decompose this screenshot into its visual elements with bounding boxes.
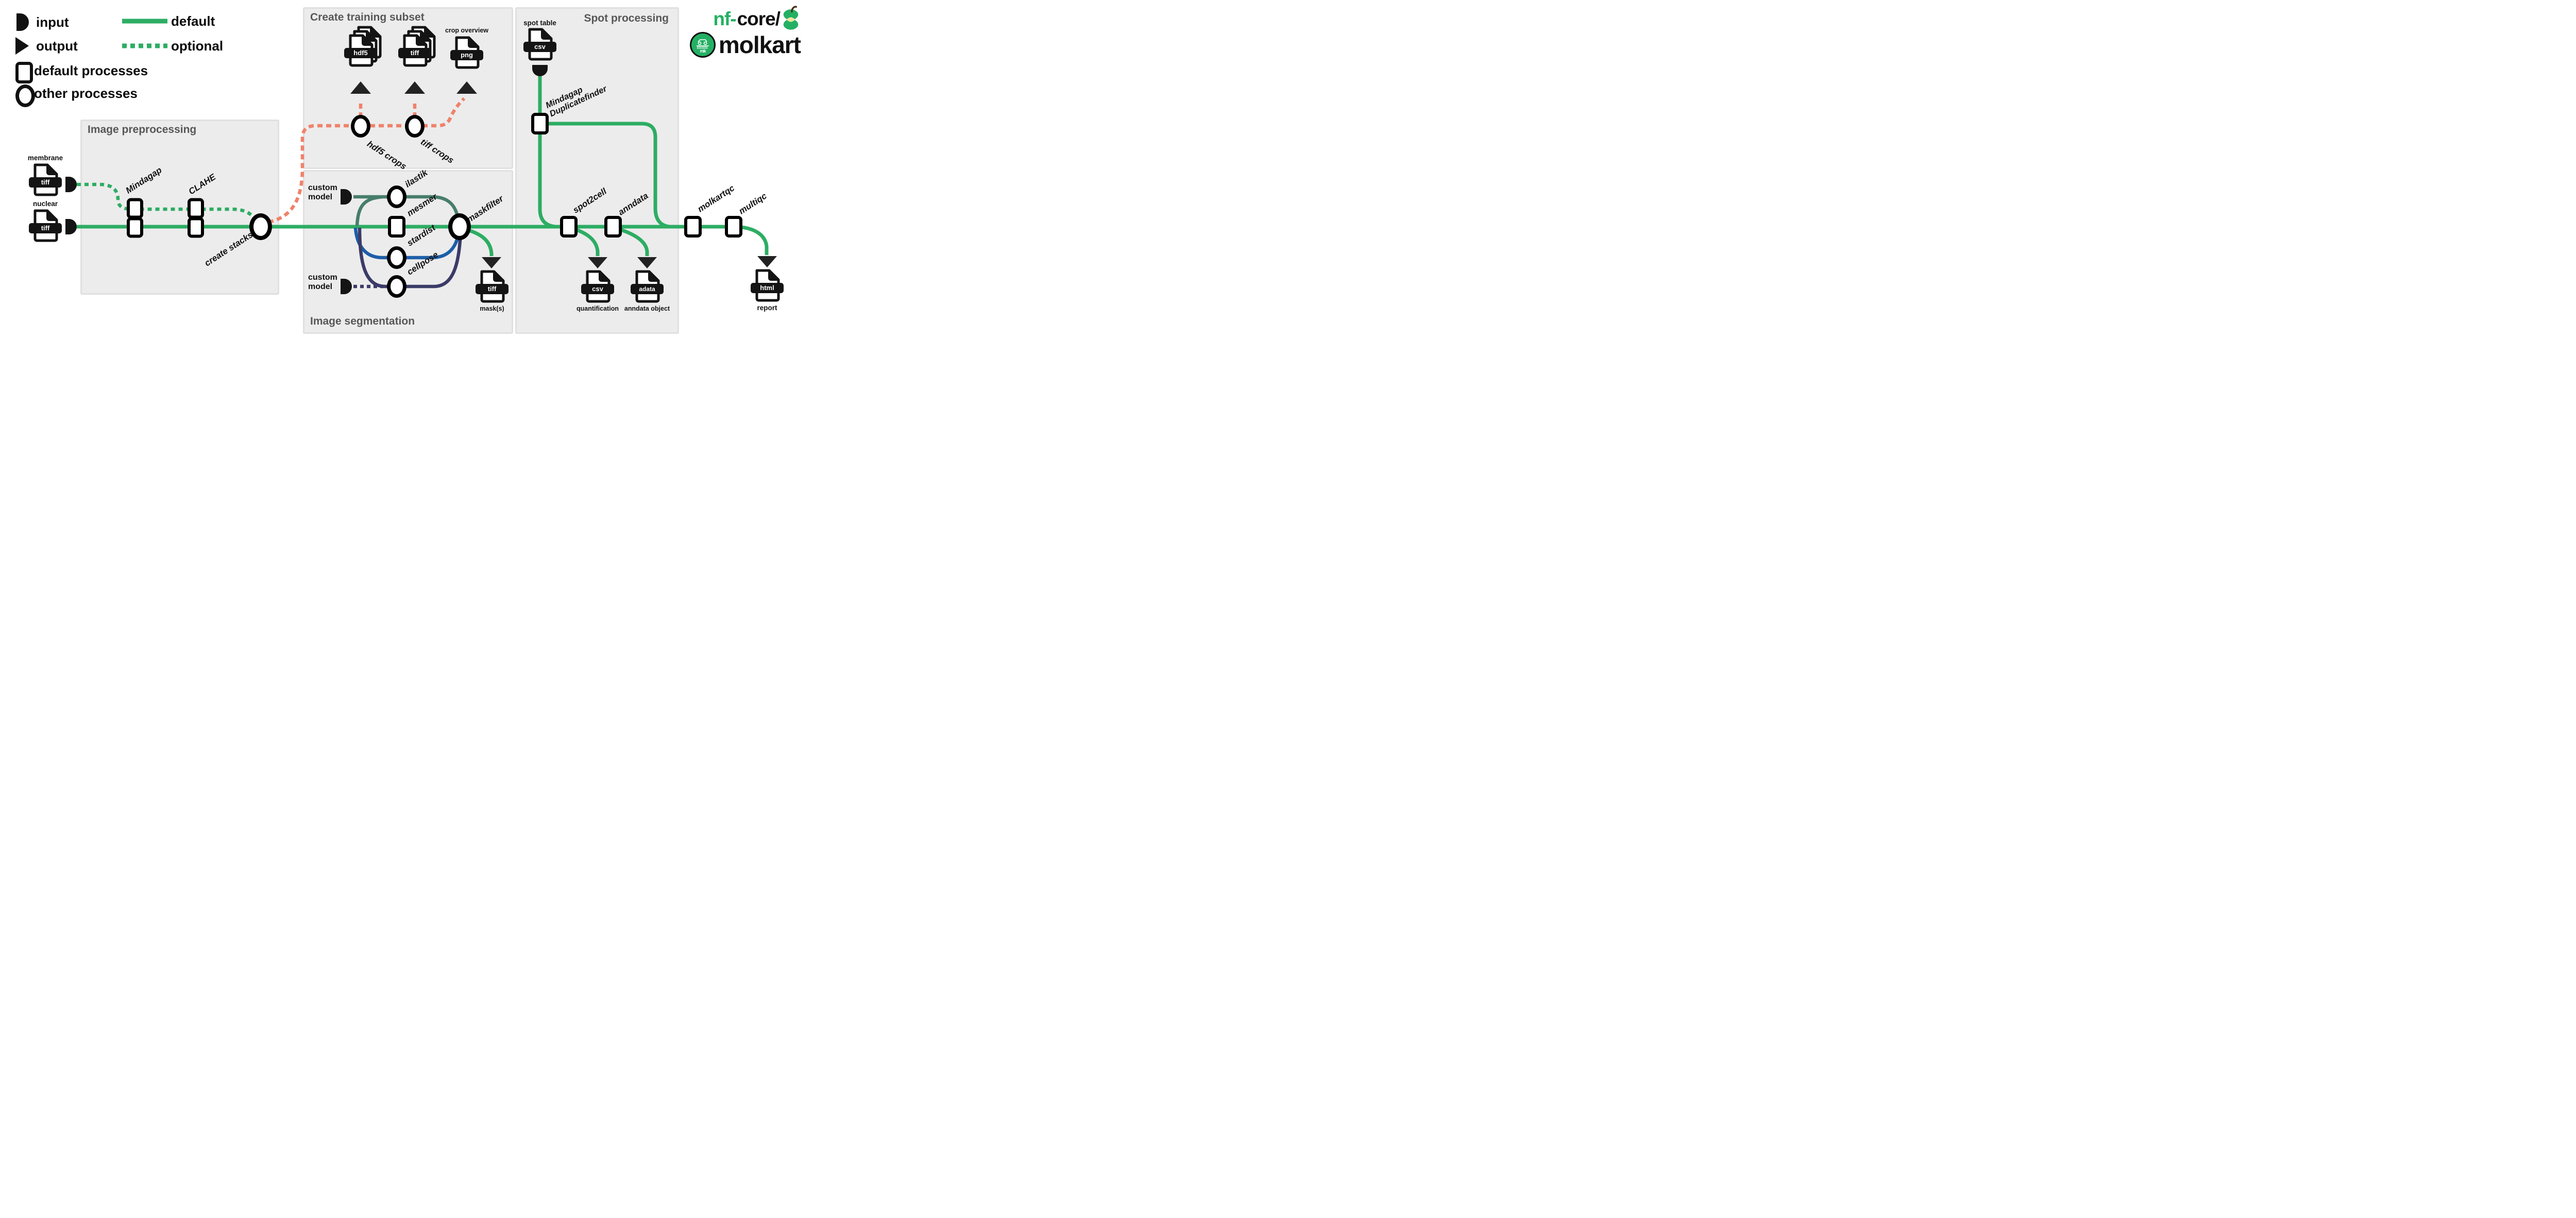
png-format-band: png	[450, 50, 483, 60]
report-html-file-icon: html	[751, 269, 784, 302]
hdf5-format-band: hdf5	[344, 48, 377, 58]
mk-badge-icon: mk	[689, 32, 716, 58]
membrane-format-band: tiff	[29, 177, 62, 188]
apple-core-icon	[783, 6, 799, 30]
png-output-arrow-icon	[456, 81, 477, 94]
anndata-output-arrow-icon	[637, 257, 657, 268]
spot2cell-node	[560, 216, 578, 238]
custom-model-top-caption-line2: model	[308, 193, 333, 201]
ilastik-node	[387, 185, 406, 208]
logo-molkart: molkart	[718, 31, 801, 58]
custom-model-top-input-icon	[341, 189, 352, 205]
quantification-format-band: csv	[581, 284, 614, 294]
maskfilter-node	[448, 213, 471, 240]
mask-output-arrow-icon	[482, 257, 501, 268]
spot-table-line	[538, 76, 556, 229]
title-image-segmentation: Image segmentation	[310, 315, 415, 327]
nuclear-caption: nuclear	[32, 200, 58, 208]
output-icon	[15, 37, 29, 55]
title-image-preprocessing: Image preprocessing	[88, 124, 197, 136]
png-file-icon: png	[450, 36, 483, 69]
quantification-csv-file-icon: csv	[581, 270, 614, 303]
default-process-icon	[15, 62, 33, 83]
clahe-node-bottom	[188, 217, 204, 238]
membrane-optional-line	[77, 182, 257, 221]
anndata-adata-file-icon: adata	[631, 270, 664, 303]
mindagap-node-top	[127, 198, 143, 219]
stardist-node	[387, 246, 406, 269]
report-format-band: html	[751, 283, 784, 293]
mindagap-node	[127, 198, 143, 238]
mesmer-node	[388, 216, 405, 238]
anndata-object-caption: anndata object	[624, 305, 670, 312]
title-create-training-subset: Create training subset	[310, 11, 425, 23]
tiff-crops-output-arrow-icon	[404, 81, 425, 94]
default-line-swatch	[122, 19, 167, 24]
custom-model-top-caption-line1: custom	[308, 183, 337, 192]
logo-line2: mk molkart	[689, 31, 801, 59]
nuclear-input-icon	[65, 219, 77, 234]
nuclear-format-band: tiff	[29, 223, 62, 233]
duplicatefinder-node	[531, 113, 549, 134]
logo-nf: nf-	[713, 8, 736, 29]
custom-model-bottom-caption-line1: custom	[308, 273, 337, 282]
mask-format-band: tiff	[476, 284, 509, 294]
logo-core: core/	[737, 8, 781, 29]
membrane-tiff-file-icon: tiff	[29, 163, 62, 196]
legend-default-label: default	[171, 13, 215, 29]
report-caption: report	[757, 304, 777, 312]
multiqc-node	[725, 216, 742, 238]
logo-line1: nf-core/	[690, 5, 801, 33]
other-process-icon	[15, 84, 35, 107]
hdf5-crops-node	[351, 115, 370, 138]
mask-tiff-file-icon: tiff	[476, 270, 509, 303]
cellpose-line	[358, 227, 463, 289]
legend-output-label: output	[36, 38, 78, 54]
tiff-crops-node	[405, 115, 425, 138]
hdf5-output-arrow-icon	[350, 81, 371, 94]
legend-default-processes-label: default processes	[34, 63, 148, 78]
panel-image-preprocessing	[80, 120, 279, 295]
report-output-arrow-icon	[757, 256, 777, 267]
tiff-crops-file-icon: tiff	[398, 26, 436, 67]
legend-optional-label: optional	[171, 38, 224, 54]
pipeline-diagram: Image preprocessing Create training subs…	[0, 0, 804, 340]
tiff-crops-format-band: tiff	[398, 48, 431, 58]
clahe-node	[188, 198, 204, 238]
title-spot-processing: Spot processing	[584, 12, 669, 24]
quantification-caption: quantification	[577, 305, 619, 312]
membrane-caption: membrane	[27, 154, 63, 162]
duplicatefinder-branch-line	[546, 122, 670, 229]
molkartqc-node	[684, 216, 702, 238]
clahe-node-top	[188, 198, 204, 219]
custom-model-bottom-caption-line2: model	[308, 282, 333, 291]
spot-table-csv-file-icon: csv	[523, 28, 556, 61]
hdf5-crops-file-icon: hdf5	[344, 26, 382, 67]
anndata-format-band: adata	[631, 284, 664, 294]
legend-input-label: input	[36, 14, 69, 30]
spot-table-input-icon	[532, 65, 548, 76]
create-stacks-node	[249, 213, 272, 240]
mask-caption: mask(s)	[480, 305, 504, 312]
svg-text:mk: mk	[700, 48, 706, 54]
legend-other-processes-label: other processes	[34, 86, 138, 101]
crop-overview-caption: crop overview	[445, 27, 489, 34]
mindagap-node-bottom	[127, 217, 143, 238]
cellpose-node	[387, 275, 406, 298]
crops-optional-line	[268, 97, 466, 224]
nuclear-tiff-file-icon: tiff	[29, 209, 62, 242]
quantification-output-arrow-icon	[588, 257, 607, 268]
anndata-node	[604, 216, 622, 238]
nf-core-molkart-logo: nf-core/	[689, 5, 801, 59]
membrane-input-icon	[65, 177, 77, 192]
custom-model-bottom-input-icon	[341, 279, 352, 294]
spot-table-caption: spot table	[523, 19, 556, 27]
spot-table-format-band: csv	[523, 42, 556, 52]
